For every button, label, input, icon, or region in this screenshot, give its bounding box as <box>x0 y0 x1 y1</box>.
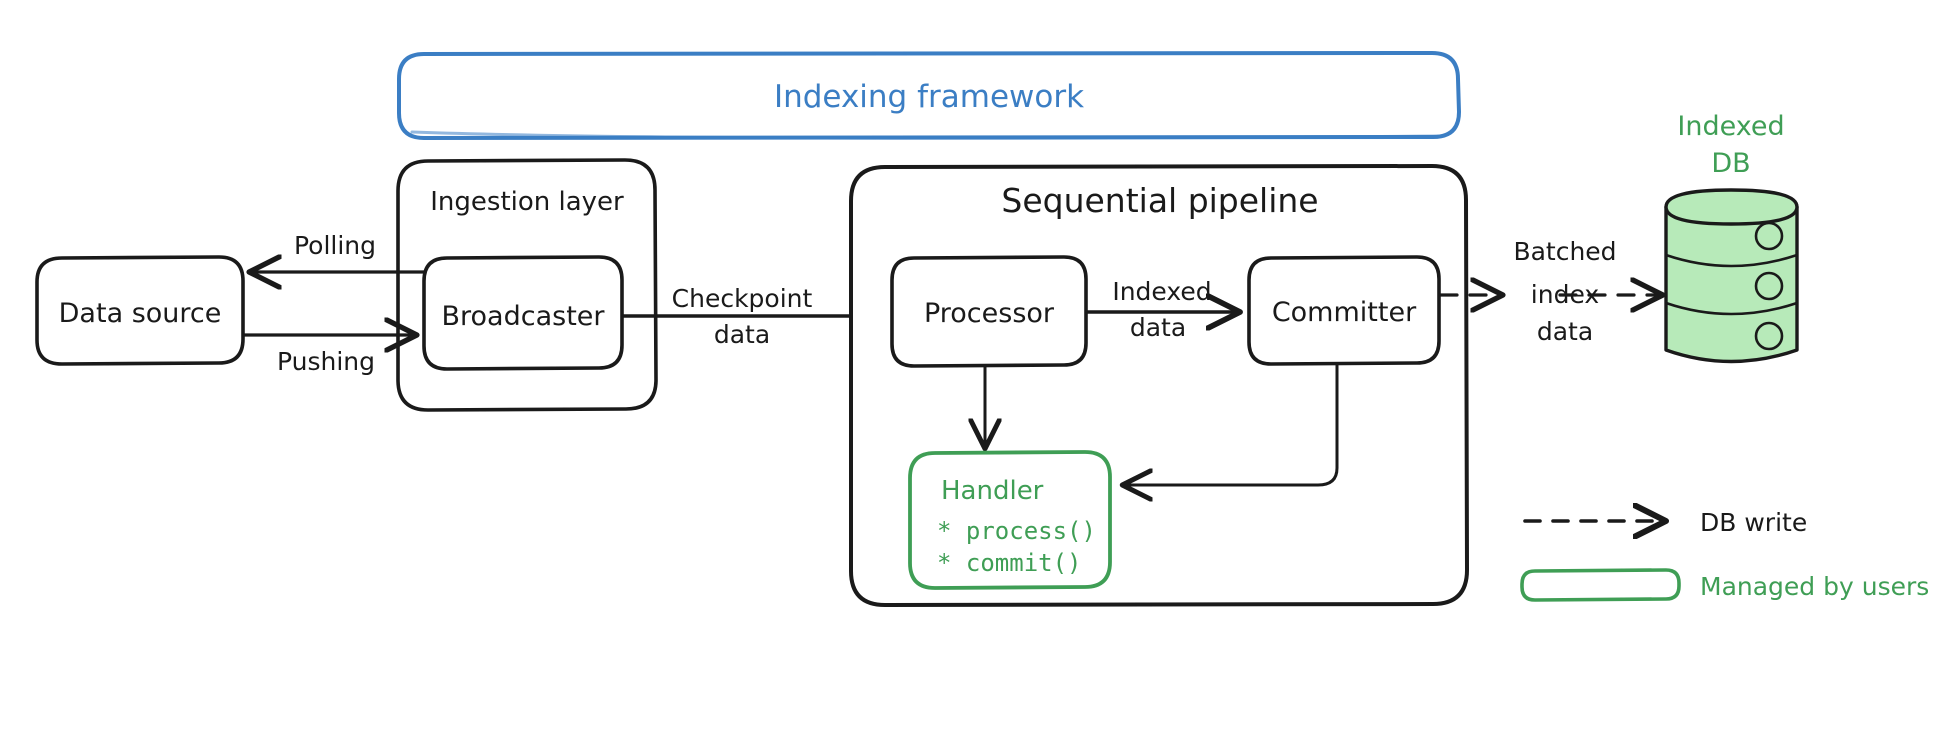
edge-batched-label-line3: data <box>1537 317 1593 346</box>
indexed-db-label-line1: Indexed <box>1677 111 1784 142</box>
edge-indexed-label-line1: Indexed <box>1112 277 1211 306</box>
edge-checkpoint-data: Checkpoint data <box>621 284 880 349</box>
handler-method-process: * process() <box>937 517 1096 545</box>
edge-checkpoint-label-line2: data <box>714 320 770 349</box>
legend-db-write-label: DB write <box>1700 508 1807 537</box>
data-source-label: Data source <box>59 298 222 329</box>
edge-pushing: Pushing <box>242 335 414 376</box>
edge-indexed-label-line2: data <box>1130 313 1186 342</box>
edge-committer-to-handler <box>1125 363 1339 485</box>
handler-method-commit: * commit() <box>937 549 1082 577</box>
edge-pushing-label: Pushing <box>277 347 375 376</box>
indexing-framework-label: Indexing framework <box>774 79 1084 115</box>
committer-label: Committer <box>1272 297 1417 328</box>
ingestion-layer-label: Ingestion layer <box>430 187 624 217</box>
db-indicator-circle-1 <box>1754 221 1784 251</box>
handler-title: Handler <box>941 476 1044 506</box>
edge-polling: Polling <box>252 231 426 272</box>
indexed-db-node[interactable]: Indexed DB <box>1664 111 1799 364</box>
edge-checkpoint-label-line1: Checkpoint <box>672 284 813 313</box>
legend-managed-by-users-label: Managed by users <box>1700 572 1929 601</box>
db-indicator-circle-2 <box>1754 271 1784 301</box>
data-source-node[interactable]: Data source <box>35 255 245 366</box>
handler-node[interactable]: Handler * process() * commit() <box>908 450 1112 590</box>
broadcaster-node[interactable]: Broadcaster <box>422 255 624 371</box>
legend-item-managed-by-users: Managed by users <box>1520 568 1929 602</box>
edge-batched-label-line2: index <box>1531 280 1599 309</box>
edge-polling-label: Polling <box>294 231 376 260</box>
broadcaster-label: Broadcaster <box>442 301 606 332</box>
indexing-framework-box[interactable]: Indexing framework <box>397 51 1461 140</box>
committer-node[interactable]: Committer <box>1247 255 1441 366</box>
legend: DB write Managed by users <box>1520 508 1929 602</box>
legend-item-db-write: DB write <box>1523 508 1807 537</box>
indexed-db-label-line2: DB <box>1711 148 1750 179</box>
edge-batched-label-line1: Batched <box>1513 237 1616 266</box>
sequential-pipeline-label: Sequential pipeline <box>1001 181 1318 220</box>
processor-label: Processor <box>924 298 1055 329</box>
processor-node[interactable]: Processor <box>890 255 1088 368</box>
db-indicator-circle-3 <box>1754 321 1784 351</box>
edge-batched-index-data: Batched index data <box>1439 237 1660 346</box>
edge-indexed-data: Indexed data <box>1085 277 1237 342</box>
